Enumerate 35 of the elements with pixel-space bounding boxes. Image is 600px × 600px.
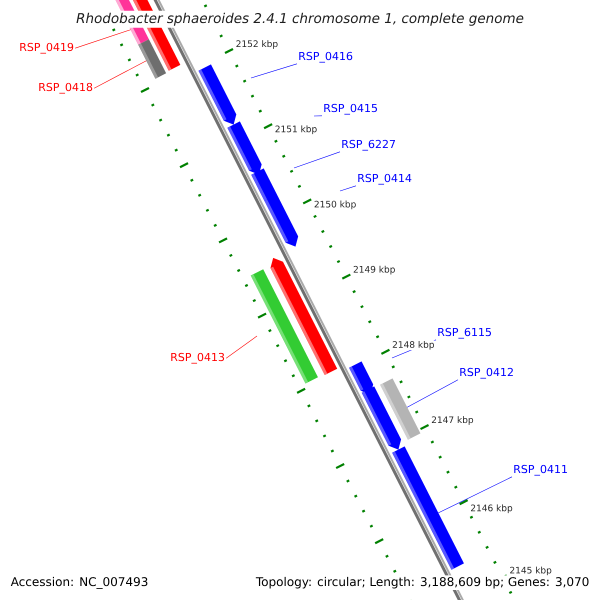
- tick-label: 2147 kbp: [430, 416, 474, 426]
- leader-line: [250, 64, 298, 78]
- gene-label: RSP_0418: [39, 82, 92, 94]
- gene-bar: [392, 446, 464, 570]
- leader-line: [74, 29, 131, 48]
- leader-line: [94, 60, 147, 88]
- leader-line: [406, 380, 458, 408]
- gene-label: RSP_0416: [299, 52, 352, 63]
- tick-label: 2146 kbp: [470, 504, 514, 514]
- gene-bar: [250, 269, 318, 384]
- gene-label: RSP_6227: [342, 140, 396, 151]
- gene-bar: [380, 378, 420, 440]
- gene-label: RSP_0414: [358, 174, 412, 185]
- tick-label: 2151 kbp: [274, 124, 318, 135]
- gene-label: RSP_0411: [514, 464, 567, 476]
- tick-label: 2149 kbp: [352, 265, 396, 275]
- gene-label: RSP_6115: [438, 328, 491, 339]
- gene-label: RSP_0419: [20, 42, 74, 54]
- tick-label: 2152 kbp: [235, 40, 279, 50]
- gene-label: RSP_0415: [324, 104, 377, 115]
- leader-line: [340, 185, 356, 192]
- tick-label: 2150 kbp: [313, 200, 357, 210]
- tick-label: 2145 kbp: [508, 566, 552, 576]
- gene-label: RSP_0413: [171, 352, 224, 364]
- tick-label: 2148 kbp: [392, 340, 436, 350]
- accession-text: Accession: NC_007493: [9, 575, 150, 590]
- gene-block: [198, 64, 236, 125]
- leader-line: [226, 336, 258, 359]
- title: Rhodobacter sphaeroides 2.4.1 chromosome 1, complete genome: [74, 10, 526, 28]
- genome-info-text: Topology: circular; Length: 3,188,609 bp; Genes: 3,070: [254, 575, 591, 590]
- leader-line: [294, 151, 340, 168]
- gene-block: [264, 194, 298, 247]
- leader-line: [438, 476, 512, 514]
- gene-label: RSP_0412: [460, 368, 513, 379]
- gene-block: [227, 121, 262, 175]
